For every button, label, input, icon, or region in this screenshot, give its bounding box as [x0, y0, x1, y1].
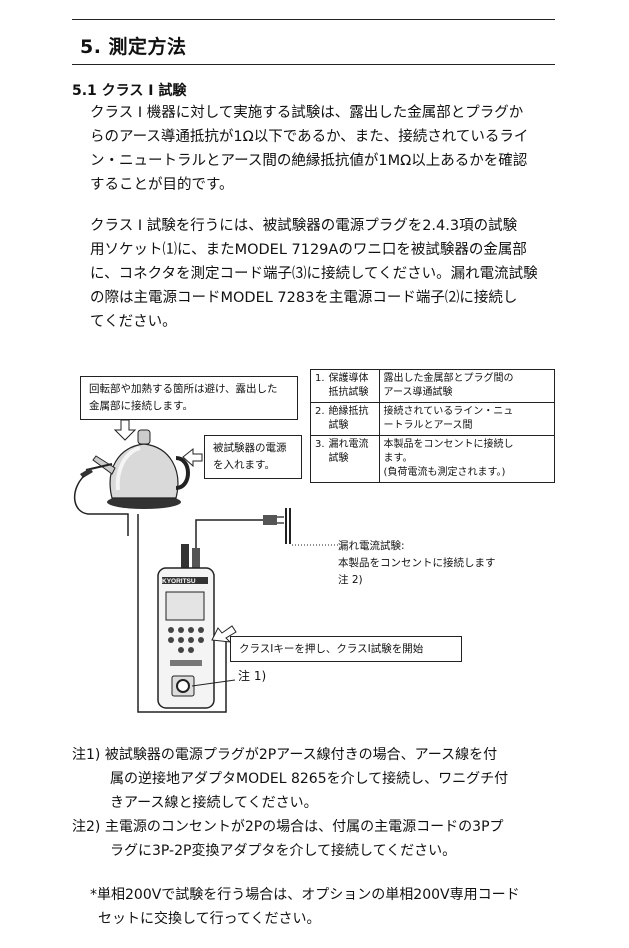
- paragraph-line: することが目的です。: [90, 177, 234, 193]
- paragraph-line: 用ソケット⑴に、またMODEL 7129Aのワニ口を被試験器の金属部: [90, 242, 527, 258]
- note-line: 被試験器の電源プラグが2Pアース線付きの場合、アース線を付: [104, 747, 498, 763]
- device-brand: KYORITSU: [162, 578, 196, 585]
- up-left-arrow-icon: [211, 625, 237, 643]
- wall-outlet-icon: [285, 508, 291, 544]
- table-row: 1. 保護導体 抵抗試験 露出した金属部とプラグ間の アース導通試験: [309, 369, 556, 403]
- paragraph-line: ン・ニュートラルとアース間の絶縁抵抗値が1MΩ以上あるかを確認: [90, 153, 528, 169]
- figure-note1-label: 注 1): [238, 669, 267, 683]
- callout-line: 回転部や加熱する箇所は避け、露出した: [89, 383, 278, 395]
- footnote-line: セットに交換して行ってください。: [98, 911, 321, 927]
- section-title: 5. 測定方法: [80, 36, 187, 58]
- table-cell-num: 1.: [309, 369, 325, 403]
- connector-icon: [192, 548, 200, 568]
- table-cell-num: 3.: [309, 435, 325, 483]
- table-row: 2. 絶縁抵抗 試験 接続されているライン・ニュ ートラルとアース間: [309, 402, 556, 436]
- callout-connect-metal: 回転部や加熱する箇所は避け、露出した 金属部に接続します。: [80, 376, 298, 420]
- table-cell-line: 露出した金属部とプラグ間の: [383, 373, 514, 384]
- leak-test-note: 漏れ電流試験: 本製品をコンセントに接続します 注 2): [338, 538, 496, 589]
- table-cell-line: (負荷電流も測定されます。): [383, 467, 506, 478]
- note-line: ラグに3P-2P変換アダプタを介して接続してください。: [110, 843, 457, 859]
- paragraph-line: クラス Ⅰ 試験を行うには、被試験器の電源プラグを2.4.3項の試験: [90, 218, 518, 234]
- callout-power-on: 被試験器の電源 を入れます。: [204, 435, 302, 479]
- note-line: きアース線と接続してください。: [110, 795, 318, 811]
- table-cell-num: 2.: [309, 402, 325, 436]
- note-first-line: 注2) 主電源のコンセントが2Pの場合は、付属の主電源コードの3Pプ: [72, 815, 504, 839]
- table-cell-name: 保護導体 抵抗試験: [324, 369, 380, 403]
- kettle-icon: [92, 429, 190, 509]
- callout-line: を入れます。: [213, 459, 275, 471]
- table-cell-line: 本製品をコンセントに接続し: [383, 439, 514, 450]
- table-cell-line: 保護導体: [328, 373, 369, 384]
- paragraph-1: クラス Ⅰ 機器に対して実施する試験は、露出した金属部とプラグか らのアース導通…: [90, 101, 560, 197]
- tester-device-icon: [157, 567, 215, 709]
- note-1: 注1) 被試験器の電源プラグが2Pアース線付きの場合、アース線を付 属の逆接地ア…: [72, 743, 508, 815]
- note-line: 主電源のコンセントが2Pの場合は、付属の主電源コードの3Pプ: [104, 819, 504, 835]
- callout-line: クラスⅠキーを押し、クラスⅠ試験を開始: [239, 643, 424, 655]
- table-cell-line: 試験: [328, 453, 349, 464]
- note-2: 注2) 主電源のコンセントが2Pの場合は、付属の主電源コードの3Pプ ラグに3P…: [72, 815, 504, 863]
- table-cell-line: 絶縁抵抗: [328, 406, 369, 417]
- table-cell-line: ートラルとアース間: [383, 420, 473, 431]
- callout-line: 被試験器の電源: [213, 442, 287, 454]
- down-arrow-icon: [113, 419, 137, 441]
- table-cell-line: 抵抗試験: [328, 387, 369, 398]
- connector-icon: [181, 544, 189, 568]
- table-cell-name: 絶縁抵抗 試験: [324, 402, 380, 436]
- footnote: *単相200Vで試験を行う場合は、オプションの単相200V専用コード セットに交…: [90, 883, 520, 931]
- table-cell-line: アース導通試験: [383, 387, 453, 398]
- note-line: 注 2): [338, 574, 363, 586]
- test-type-table: 1. 保護導体 抵抗試験 露出した金属部とプラグ間の アース導通試験 2. 絶縁…: [309, 369, 556, 483]
- table-cell-desc: 本製品をコンセントに接続し ます。 (負荷電流も測定されます。): [378, 435, 556, 483]
- paragraph-line: らのアース導通抵抗が1Ω以下であるか、また、接続されているライ: [90, 129, 529, 145]
- left-arrow-icon: [182, 447, 203, 468]
- note-line: 漏れ電流試験:: [338, 540, 405, 552]
- title-rule: [72, 64, 555, 65]
- table-cell-desc: 接続されているライン・ニュ ートラルとアース間: [378, 402, 556, 436]
- note-label: 注2): [72, 819, 101, 835]
- subsection-title: 5.1 クラス I 試験: [72, 83, 187, 99]
- plug-icon: [263, 515, 277, 525]
- note-label: 注1): [72, 747, 101, 763]
- top-rule: [72, 19, 555, 20]
- footnote-line: *単相200Vで試験を行う場合は、オプションの単相200V専用コード: [90, 887, 520, 903]
- table-cell-desc: 露出した金属部とプラグ間の アース導通試験: [378, 369, 556, 403]
- paragraph-line: の際は主電源コードMODEL 7283を主電源コード端子⑵に接続し: [90, 290, 518, 306]
- table-cell-name: 漏れ電流 試験: [324, 435, 380, 483]
- callout-start-class1: クラスⅠキーを押し、クラスⅠ試験を開始: [230, 636, 462, 662]
- table-row: 3. 漏れ電流 試験 本製品をコンセントに接続し ます。 (負荷電流も測定されま…: [309, 435, 556, 483]
- table-cell-line: 漏れ電流: [328, 439, 369, 450]
- paragraph-line: に、コネクタを測定コード端子⑶に接続してください。漏れ電流試験: [90, 266, 538, 282]
- table-cell-line: ます。: [383, 453, 413, 464]
- paragraph-2: クラス Ⅰ 試験を行うには、被試験器の電源プラグを2.4.3項の試験 用ソケット…: [90, 214, 560, 334]
- table-cell-line: 接続されているライン・ニュ: [383, 406, 514, 417]
- paragraph-line: クラス Ⅰ 機器に対して実施する試験は、露出した金属部とプラグか: [90, 105, 524, 121]
- note-line: 属の逆接地アダプタMODEL 8265を介して接続し、ワニグチ付: [110, 771, 509, 787]
- table-cell-line: 試験: [328, 420, 349, 431]
- callout-line: 金属部に接続します。: [89, 400, 193, 412]
- paragraph-line: てください。: [90, 314, 177, 330]
- note-first-line: 注1) 被試験器の電源プラグが2Pアース線付きの場合、アース線を付: [72, 743, 508, 767]
- note-line: 本製品をコンセントに接続します: [338, 557, 496, 569]
